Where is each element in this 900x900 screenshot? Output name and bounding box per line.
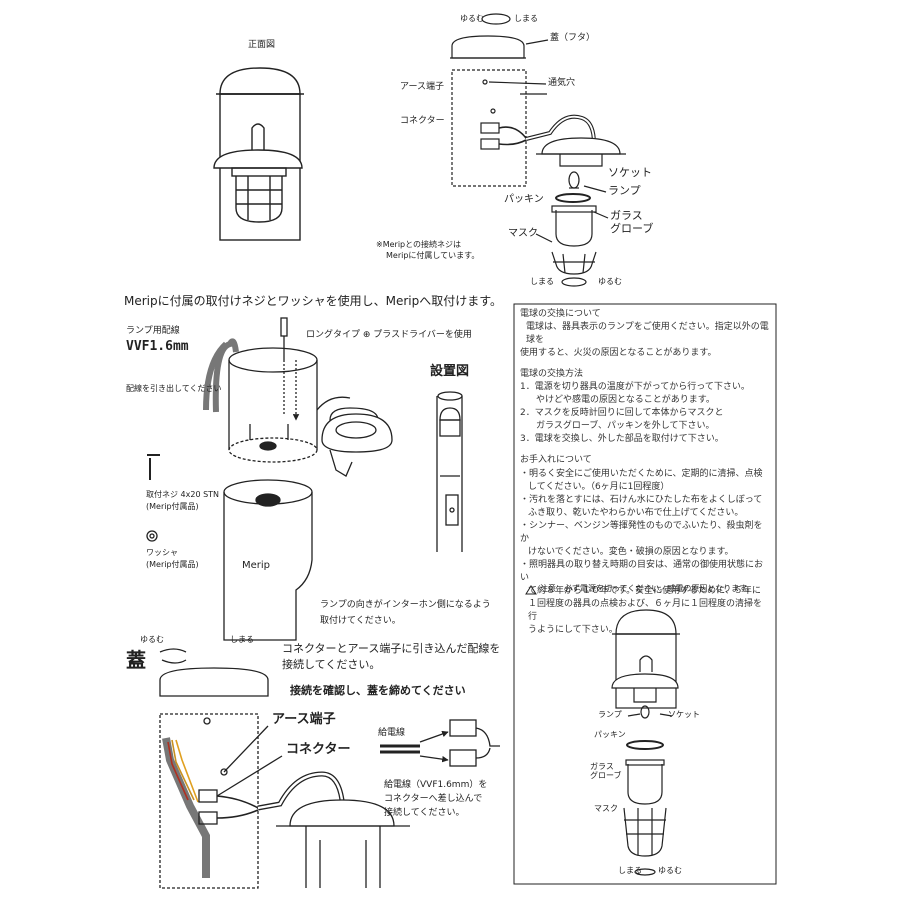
merip-post-label: Merip bbox=[242, 560, 271, 571]
warning-icon bbox=[525, 585, 537, 595]
step2a: 2．マスクを反時計回りに回して本体からマスクと bbox=[520, 408, 724, 419]
step2b: ガラスグローブ、パッキンを外して下さい。 bbox=[536, 421, 715, 432]
wiring-tighten-label: しまる bbox=[230, 635, 254, 644]
front-view-label: 正面図 bbox=[248, 40, 276, 50]
wiring-loosen-label: ゆるむ bbox=[140, 635, 164, 644]
pull-wire-label: 配線を引き出してください bbox=[126, 384, 222, 393]
wire-spec: VVF1.6mm bbox=[126, 339, 189, 354]
direction-line2: 取付けてください。 bbox=[320, 616, 401, 626]
care3b: けないでください。変色・破損の原因となります。 bbox=[528, 546, 734, 557]
care2b: ふき取り、乾いたやわらかい布で仕上げてください。 bbox=[528, 507, 744, 518]
supply-note-line2: コネクターへ差し込んで bbox=[384, 794, 483, 804]
install-diagram-title: 設置図 bbox=[430, 364, 470, 379]
supply-wire-label: 給電線 bbox=[378, 728, 406, 738]
long-type-label: ロングタイプ ⊕ プラスドライバーを使用 bbox=[306, 330, 472, 340]
caution-text: 注意 必ず電源を切ってください。感電の原因となります。 bbox=[540, 584, 755, 593]
screw-label: 取付ネジ 4x20 STN bbox=[146, 490, 220, 499]
replace-tighten-label: しまる bbox=[618, 866, 642, 875]
mount-heading: Meripに付属の取付けネジとワッシャを使用し、Meripへ取付けます。 bbox=[124, 294, 503, 308]
bottom-tighten-label: しまる bbox=[530, 277, 554, 286]
instruction-box bbox=[513, 303, 777, 885]
method-title: 電球の交換方法 bbox=[520, 369, 584, 380]
vent-label: 通気穴 bbox=[548, 78, 576, 88]
replace-packing-label: パッキン bbox=[594, 730, 626, 739]
connector-label: コネクター bbox=[400, 116, 445, 126]
care4d: うようにして下さい。 bbox=[528, 625, 618, 636]
replace-lamp-label: ランプ bbox=[598, 710, 622, 719]
supply-note-line1: 給電線（VVF1.6mm）を bbox=[384, 780, 488, 790]
washer-label: ワッシャ bbox=[146, 548, 178, 557]
wiring-connector-label: コネクター bbox=[286, 742, 351, 757]
replace-mask-label: マスク bbox=[594, 804, 618, 813]
care1b: してください。（6ヶ月に1回程度） bbox=[528, 481, 670, 492]
step3: 3．電球を交換し、外した部品を取付けて下さい。 bbox=[520, 434, 724, 445]
direction-line1: ランプの向きがインターホン側になるよう bbox=[320, 600, 491, 610]
wiring-earth-label: アース端子 bbox=[272, 712, 336, 727]
wire-label: ランプ用配線 bbox=[126, 326, 180, 336]
lid-label: 蓋（フタ） bbox=[550, 33, 596, 43]
mask-label: マスク bbox=[508, 228, 538, 239]
front-view-drawing bbox=[213, 67, 304, 241]
care2a: ・汚れを落とすには、石けん水にひたした布をよくしぼって bbox=[520, 494, 763, 505]
lamp-label: ランプ bbox=[608, 184, 641, 197]
care1a: ・明るく安全にご使用いただくために、定期的に清掃、点検 bbox=[520, 468, 763, 479]
care4c: １回程度の器具の点検および、６ヶ月に１回程度の清掃を行 bbox=[528, 598, 763, 623]
supply-note-line3: 接続してください。 bbox=[384, 808, 465, 818]
step1a: 1．電源を切り器具の温度が下がってから行って下さい。 bbox=[520, 382, 750, 393]
replace-socket-label: ソケット bbox=[668, 710, 700, 719]
bottom-loosen-label: ゆるむ bbox=[598, 277, 622, 286]
note-line2: Meripに付属しています。 bbox=[386, 251, 480, 260]
replace-glass-label: ガラス グローブ bbox=[590, 762, 622, 781]
loosen-label: ゆるむ bbox=[460, 14, 484, 23]
packing-label: パッキン bbox=[504, 194, 544, 205]
glass-globe-label: ガラス グローブ bbox=[610, 209, 654, 235]
mounting-drawing bbox=[146, 317, 463, 641]
care4a: ・照明器具の取り替え時期の目安は、通常の御使用状態におい bbox=[520, 559, 764, 583]
exploded-view-drawing bbox=[450, 13, 626, 287]
washer-note: (Merip付属品) bbox=[146, 560, 199, 569]
note-line1: ※Meripとの接続ネジは bbox=[376, 240, 462, 249]
earth-terminal-label: アース端子 bbox=[400, 82, 445, 92]
replace-loosen-label: ゆるむ bbox=[658, 866, 682, 875]
care-title: お手入れについて bbox=[520, 455, 592, 466]
socket-label: ソケット bbox=[608, 166, 652, 179]
care3a: ・シンナー、ベンジン等揮発性のものでふいたり、殺虫剤をか bbox=[520, 520, 763, 544]
wiring-line2: 接続してください。 bbox=[282, 658, 381, 671]
tighten-label: しまる bbox=[514, 14, 538, 23]
bulb-title: 電球の交換について bbox=[520, 309, 601, 319]
lid-kanji: 蓋 bbox=[126, 648, 146, 672]
wiring-line3: 接続を確認し、蓋を締めてください bbox=[290, 684, 466, 697]
wiring-line1: コネクターとアース端子に引き込んだ配線を bbox=[282, 642, 501, 655]
bulb-body2: 使用すると、火災の原因となることがあります。 bbox=[520, 348, 717, 359]
instruction-text: 電球の交換について 電球は、器具表示のランプをご使用ください。指定以外の電球を … bbox=[520, 308, 770, 637]
bulb-body1: 電球は、器具表示のランプをご使用ください。指定以外の電球を bbox=[526, 322, 769, 346]
screw-note: (Merip付属品) bbox=[146, 502, 199, 511]
step1b: やけどや感電の原因となることがあります。 bbox=[536, 395, 715, 406]
wiring-drawing bbox=[159, 648, 500, 889]
replacement-drawing bbox=[611, 609, 680, 876]
care4b: て約８年から１０年です。安全に使用するために、５年に bbox=[528, 585, 761, 596]
